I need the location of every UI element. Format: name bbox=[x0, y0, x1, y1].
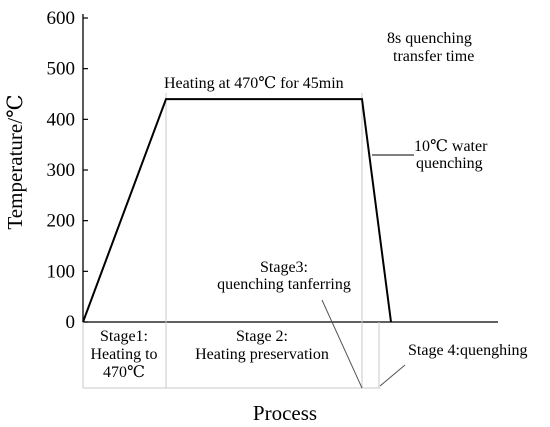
stage1-label-line3: 470℃ bbox=[103, 364, 145, 381]
stage2-label-line1: Stage 2: bbox=[236, 328, 288, 345]
y-ticks: 0 100 200 300 400 500 600 bbox=[47, 8, 88, 333]
y-tick-label: 600 bbox=[47, 8, 76, 29]
stage-boxes bbox=[82, 93, 380, 389]
y-tick-label: 500 bbox=[47, 59, 76, 80]
water-annotation-line1: 10℃ water bbox=[414, 138, 488, 155]
stage1-label-line1: Stage1: bbox=[100, 328, 148, 345]
y-tick-label: 300 bbox=[47, 160, 76, 181]
stage3-annotation-line1: Stage3: bbox=[260, 259, 308, 276]
water-annotation-line2: quenching bbox=[416, 155, 483, 172]
heating-annotation: Heating at 470℃ for 45min bbox=[164, 75, 344, 92]
stage3-pointer bbox=[321, 299, 363, 389]
stage1-label-line2: Heating to bbox=[90, 346, 157, 363]
y-tick-label: 400 bbox=[47, 109, 76, 130]
transfer-annotation-line2: transfer time bbox=[393, 48, 474, 65]
y-tick-label: 100 bbox=[47, 261, 76, 282]
y-tick-label: 200 bbox=[47, 211, 76, 232]
x-axis-title: Process bbox=[253, 401, 317, 425]
stage3-annotation-line2: quenching tanferring bbox=[217, 276, 351, 293]
stage4-pointer bbox=[379, 364, 406, 387]
transfer-annotation-line1: 8s quenching bbox=[387, 30, 472, 47]
y-tick-label: 0 bbox=[66, 312, 76, 333]
stage4-annotation: Stage 4:quenghing bbox=[408, 342, 528, 359]
stage2-label-line2: Heating preservation bbox=[195, 346, 329, 363]
y-axis-title: Temperature/℃ bbox=[3, 94, 27, 229]
temperature-curve bbox=[82, 98, 392, 323]
